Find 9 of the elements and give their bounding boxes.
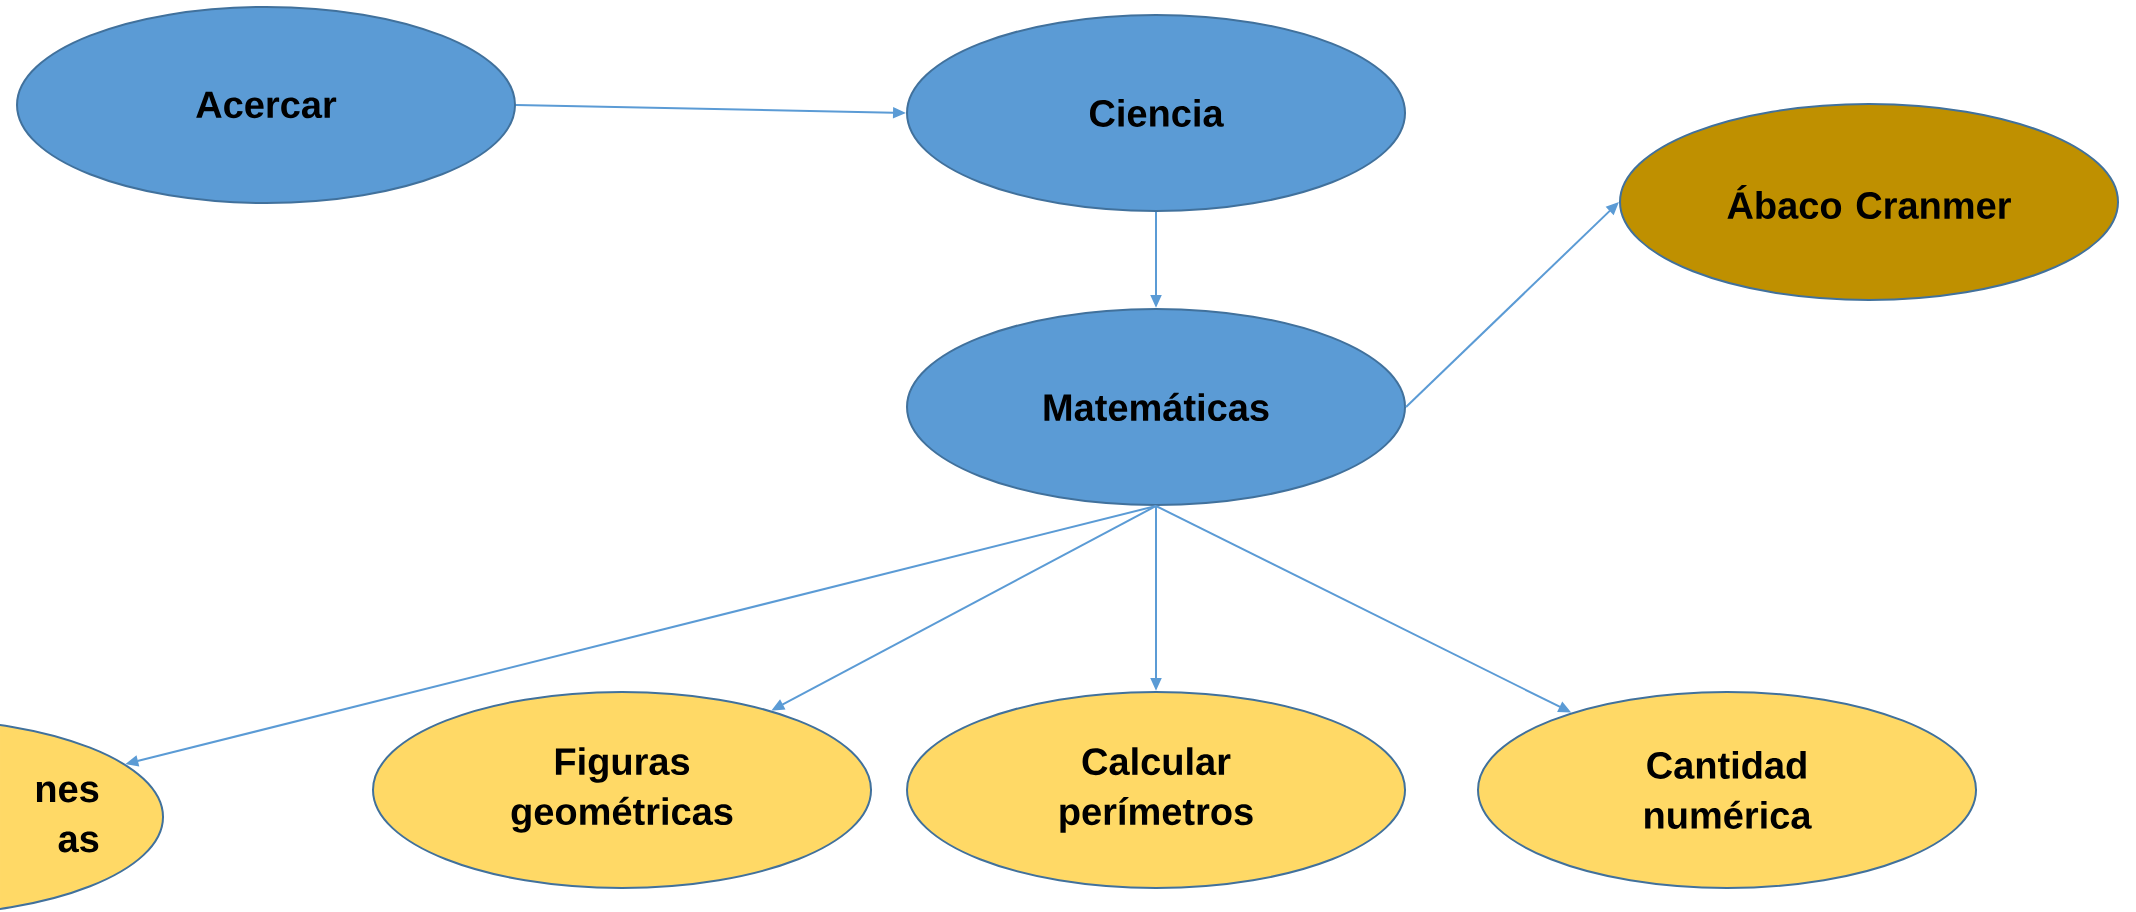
ellipse-node: Ciencia: [906, 14, 1406, 212]
ellipse-node: nes as: [0, 718, 164, 912]
ellipse-node: Calcular perímetros: [906, 691, 1406, 889]
ellipse-node: Cantidad numérica: [1477, 691, 1977, 889]
ellipse-node: Ábaco Cranmer: [1619, 103, 2119, 301]
ellipse-node: Acercar: [16, 6, 516, 204]
ellipse-node: Matemáticas: [906, 308, 1406, 506]
ellipse-node: Figuras geométricas: [372, 691, 872, 889]
arrow: [1405, 202, 1619, 408]
